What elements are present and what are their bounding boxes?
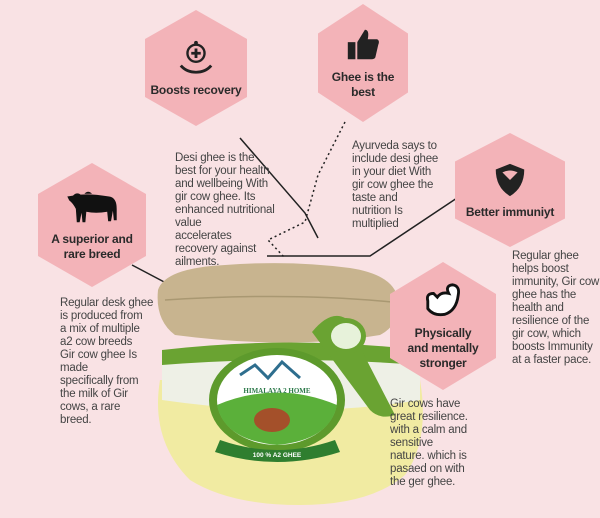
feature-boosts-recovery: Boosts recovery — [145, 10, 247, 126]
connector-recovery — [239, 137, 319, 239]
feature-description: Desi ghee is the best for your health an… — [175, 152, 275, 268]
cow-icon — [67, 191, 117, 223]
feature-description: Regular ghee helps boost immunity, Gir c… — [512, 250, 600, 366]
flexed-arm-icon — [426, 282, 460, 316]
feature-physically-stronger: Physically and mentally stronger — [390, 262, 496, 390]
connector-immunity — [267, 197, 458, 257]
thumbs-up-icon — [347, 29, 379, 60]
feature-description: Ayurveda says to include desi ghee in yo… — [352, 140, 439, 230]
banner-text: 100 % A2 GHEE — [253, 452, 302, 459]
feature-title: Ghee is the best — [331, 70, 395, 99]
feature-title: Boosts recovery — [150, 82, 242, 97]
brand-text: HIMALAYA 2 HOME — [243, 387, 310, 395]
feature-title: A superior and rare breed — [51, 232, 133, 261]
hand-plus-icon — [179, 40, 213, 74]
feature-title: Physically and mentally stronger — [407, 325, 479, 370]
shield-icon — [495, 163, 525, 196]
feature-title: Better immuniyt — [465, 204, 555, 219]
feature-description: Regular desk ghee is produced from a mix… — [60, 297, 154, 426]
connector-breed — [131, 264, 169, 285]
feature-description: Gir cows have great resilience. with a c… — [390, 398, 468, 488]
